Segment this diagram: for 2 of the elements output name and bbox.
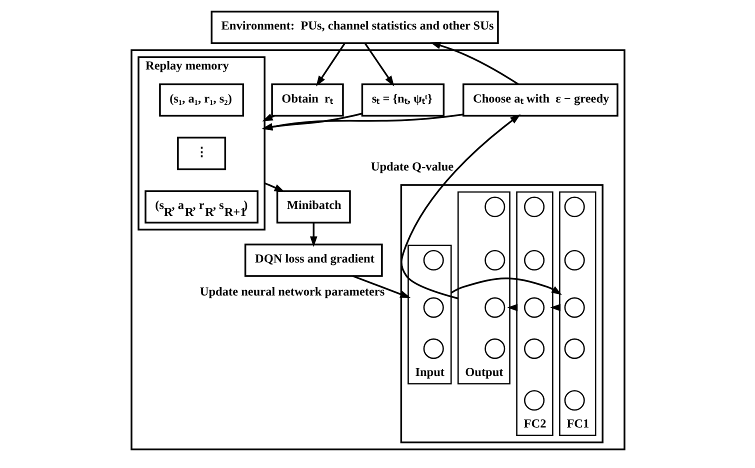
edge-label: Update Q-value xyxy=(370,159,454,174)
edge-label: Update neural network parameters xyxy=(199,284,384,298)
